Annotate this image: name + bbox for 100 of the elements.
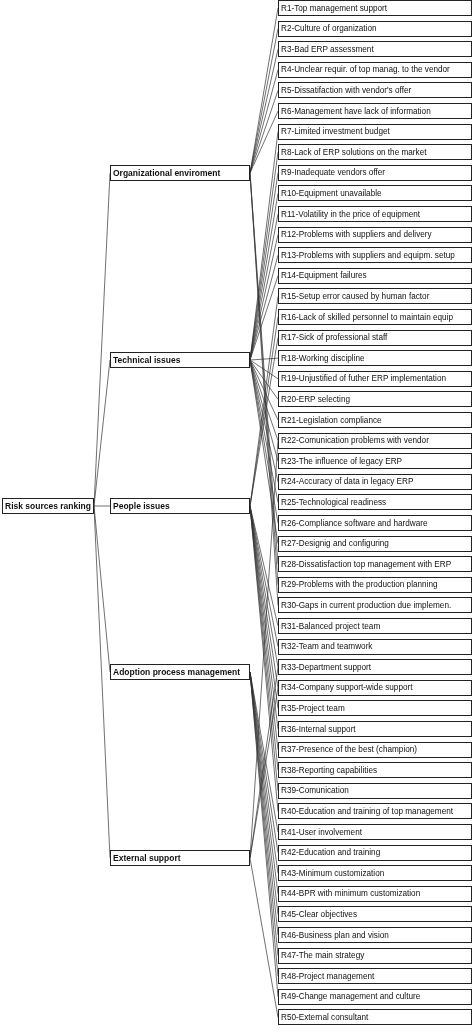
node-label: R4-Unclear requir. of top manag. to the vendor [281, 65, 450, 75]
node-label: People issues [113, 501, 170, 511]
node-label: Risk sources ranking [5, 501, 91, 511]
node-label: R27-Designig and configuring [281, 539, 389, 549]
node-label: R9-Inadequate vendors offer [281, 168, 386, 178]
node-label: R39-Comunication [281, 786, 349, 796]
node-label: R6-Management have lack of information [281, 106, 431, 116]
risk-box [278, 638, 472, 655]
node-label: R42-Education and training [281, 848, 381, 858]
connector-line [93, 359, 111, 507]
risk-box [278, 20, 472, 37]
node-label: R17-Sick of professional staff [281, 333, 388, 343]
criterion-box [110, 165, 250, 181]
node-label: R22-Comunication problems with vendor [281, 436, 429, 446]
risk-box [278, 41, 472, 58]
risk-box [278, 762, 472, 779]
node-label: R1-Top management support [281, 3, 388, 13]
node-label: R11-Volatility in the price of equipment [281, 209, 421, 219]
node-label: R49-Change management and culture [281, 992, 421, 1002]
node-label: R3-Bad ERP assessment [281, 44, 374, 54]
node-label: Technical issues [113, 355, 181, 365]
risk-box [278, 391, 472, 408]
node-label: R8-Lack of ERP solutions on the market [281, 147, 427, 157]
node-label: R34-Company support-wide support [281, 683, 413, 693]
risk-box [278, 61, 472, 78]
connector-line [249, 359, 279, 441]
risk-box [278, 329, 472, 346]
node-label: R50-External consultant [281, 1012, 369, 1022]
risk-box [278, 968, 472, 985]
risk-box [278, 556, 472, 573]
node-label: R12-Problems with suppliers and delivery [281, 230, 432, 240]
connector-line [93, 505, 111, 859]
risk-box [278, 906, 472, 923]
risk-box [278, 803, 472, 820]
risk-box [278, 473, 472, 490]
connector-line [249, 357, 279, 361]
node-label: R43-Minimum customization [281, 868, 385, 878]
risk-box [278, 618, 472, 634]
risk-box [278, 412, 472, 428]
risk-box [278, 721, 472, 737]
risk-box [278, 267, 472, 284]
risk-box [278, 350, 472, 367]
risk-box [278, 0, 472, 16]
risk-box [278, 535, 472, 552]
risk-box [278, 309, 472, 325]
risk-box [278, 82, 472, 99]
risk-box [278, 927, 472, 943]
node-label: R38-Reporting capabilities [281, 765, 378, 775]
connector-line [249, 359, 279, 400]
risk-box [278, 700, 472, 717]
node-label: R46-Business plan and vision [281, 930, 389, 940]
node-label: R15-Setup error caused by human factor [281, 291, 430, 301]
node-label: R36-Internal support [281, 724, 356, 734]
node-label: R40-Education and training of top management [281, 806, 454, 816]
risk-box [278, 885, 472, 902]
criterion-box [110, 664, 250, 680]
criterion-box [110, 498, 250, 514]
risk-box [278, 123, 472, 140]
risk-box [278, 453, 472, 470]
node-label: R20-ERP selecting [281, 394, 351, 404]
node-label: R35-Project team [281, 703, 345, 713]
node-label: R31-Balanced project team [281, 621, 381, 631]
risk-box [278, 370, 472, 387]
node-label: Organizational enviroment [113, 168, 221, 178]
risk-box [278, 597, 472, 614]
node-label: R37-Presence of the best (champion) [281, 745, 418, 755]
risk-box [278, 247, 472, 264]
risk-box [278, 494, 472, 511]
node-label: R21-Legislation compliance [281, 415, 382, 425]
connector-line [249, 359, 279, 380]
risk-box [278, 185, 472, 202]
node-label: R45-Clear objectives [281, 909, 357, 919]
risk-box [278, 103, 472, 119]
risk-box [278, 824, 472, 840]
connector-line [93, 505, 111, 507]
node-label: R32-Team and teamwork [281, 642, 373, 652]
risk-box [278, 144, 472, 161]
risk-box [278, 679, 472, 696]
risk-box [278, 844, 472, 861]
node-label: R29-Problems with the production planning [281, 580, 438, 590]
node-label: R24-Accuracy of data in legacy ERP [281, 477, 414, 487]
risk-box [278, 432, 472, 449]
criterion-box [110, 850, 250, 866]
connector-line [249, 110, 279, 174]
risk-box [278, 164, 472, 181]
risk-box [278, 515, 472, 531]
node-label: R47-The main strategy [281, 951, 365, 961]
risk-box [278, 206, 472, 222]
node-label: Adoption process management [113, 667, 241, 677]
node-label: R44-BPR with minimum customization [281, 889, 421, 899]
node-label: R41-User involvement [281, 827, 362, 837]
node-label: R30-Gaps in current production due implemen. [281, 600, 452, 610]
risk-box [278, 782, 472, 799]
node-label: R33-Department support [281, 662, 372, 672]
node-label: R16-Lack of skilled personnel to maintain equip [281, 312, 454, 322]
node-label: R13-Problems with suppliers and equipm. setup [281, 250, 455, 260]
risk-box [278, 226, 472, 243]
risk-box [278, 988, 472, 1005]
node-label: R26-Compliance software and hardware [281, 518, 428, 528]
risk-box [278, 288, 472, 305]
